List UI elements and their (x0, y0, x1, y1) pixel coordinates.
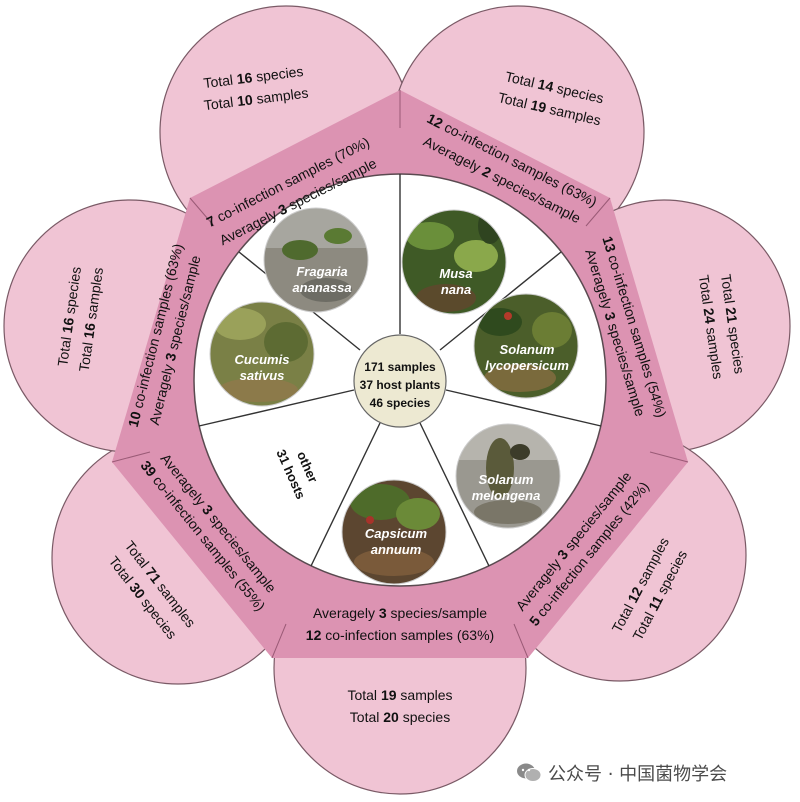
svg-text:Averagely 3 species/sample: Averagely 3 species/sample (313, 605, 487, 621)
capsicum-totals: Total 19 samples Total 20 species (347, 687, 452, 725)
host-photo-capsicum (341, 479, 447, 585)
capsicum-band: Averagely 3 species/sample 12 co-infecti… (306, 605, 494, 643)
svg-text:Total 19 samples: Total 19 samples (347, 687, 452, 703)
center-line-3: 46 species (370, 396, 431, 410)
host-name-musa-1: Musa (439, 266, 472, 281)
host-name-lyco-1: Solanum (500, 342, 555, 357)
host-name-cucu-1: Cucumis (235, 352, 290, 367)
fragaria-totals: Total 16 species Total 10 samples (203, 63, 310, 114)
svg-text:12 co-infection samples(63%): 12 co-infection samples(63%) (306, 627, 494, 643)
svg-text:Total 16 samples: Total 16 samples (76, 266, 106, 372)
band-separators (111, 90, 689, 659)
svg-text:Total 21 species: Total 21 species (718, 273, 748, 375)
host-name-cucu-2: sativus (240, 368, 285, 383)
svg-text:Total 20 species: Total 20 species (350, 709, 450, 725)
watermark-text: 公众号 · 中国菌物学会 (548, 764, 728, 785)
host-photo-cucumis (209, 301, 315, 407)
svg-text:Total 24 samples: Total 24 samples (696, 274, 726, 380)
host-photo-solanum-lycopersicum (473, 293, 579, 399)
center-circle (353, 334, 447, 428)
lyco-totals: Total 21 species Total 24 samples (696, 273, 748, 380)
center-line-1: 171 samples (364, 360, 436, 374)
svg-text:Total 10 samples: Total 10 samples (203, 85, 309, 114)
host-name-fragaria-1: Fragaria (296, 264, 347, 279)
watermark: 公众号 · 中国菌物学会 (516, 760, 727, 786)
host-name-fragaria-2: ananassa (292, 280, 351, 295)
cucumis-totals: Total 16 species Total 16 samples (54, 266, 106, 373)
host-name-musa-2: nana (441, 282, 471, 297)
svg-text:Total 16 species: Total 16 species (54, 266, 84, 368)
host-name-lyco-2: lycopersicum (485, 358, 569, 373)
svg-text:Total 16 species: Total 16 species (203, 63, 305, 91)
host-photo-fragaria (263, 207, 369, 313)
center-line-2: 37 host plants (360, 378, 441, 392)
host-name-melo-1: Solanum (479, 472, 534, 487)
wechat-icon (517, 763, 542, 782)
host-name-caps-2: annuum (371, 542, 422, 557)
host-name-melo-2: melongena (472, 488, 541, 503)
host-name-caps-1: Capsicum (365, 526, 428, 541)
